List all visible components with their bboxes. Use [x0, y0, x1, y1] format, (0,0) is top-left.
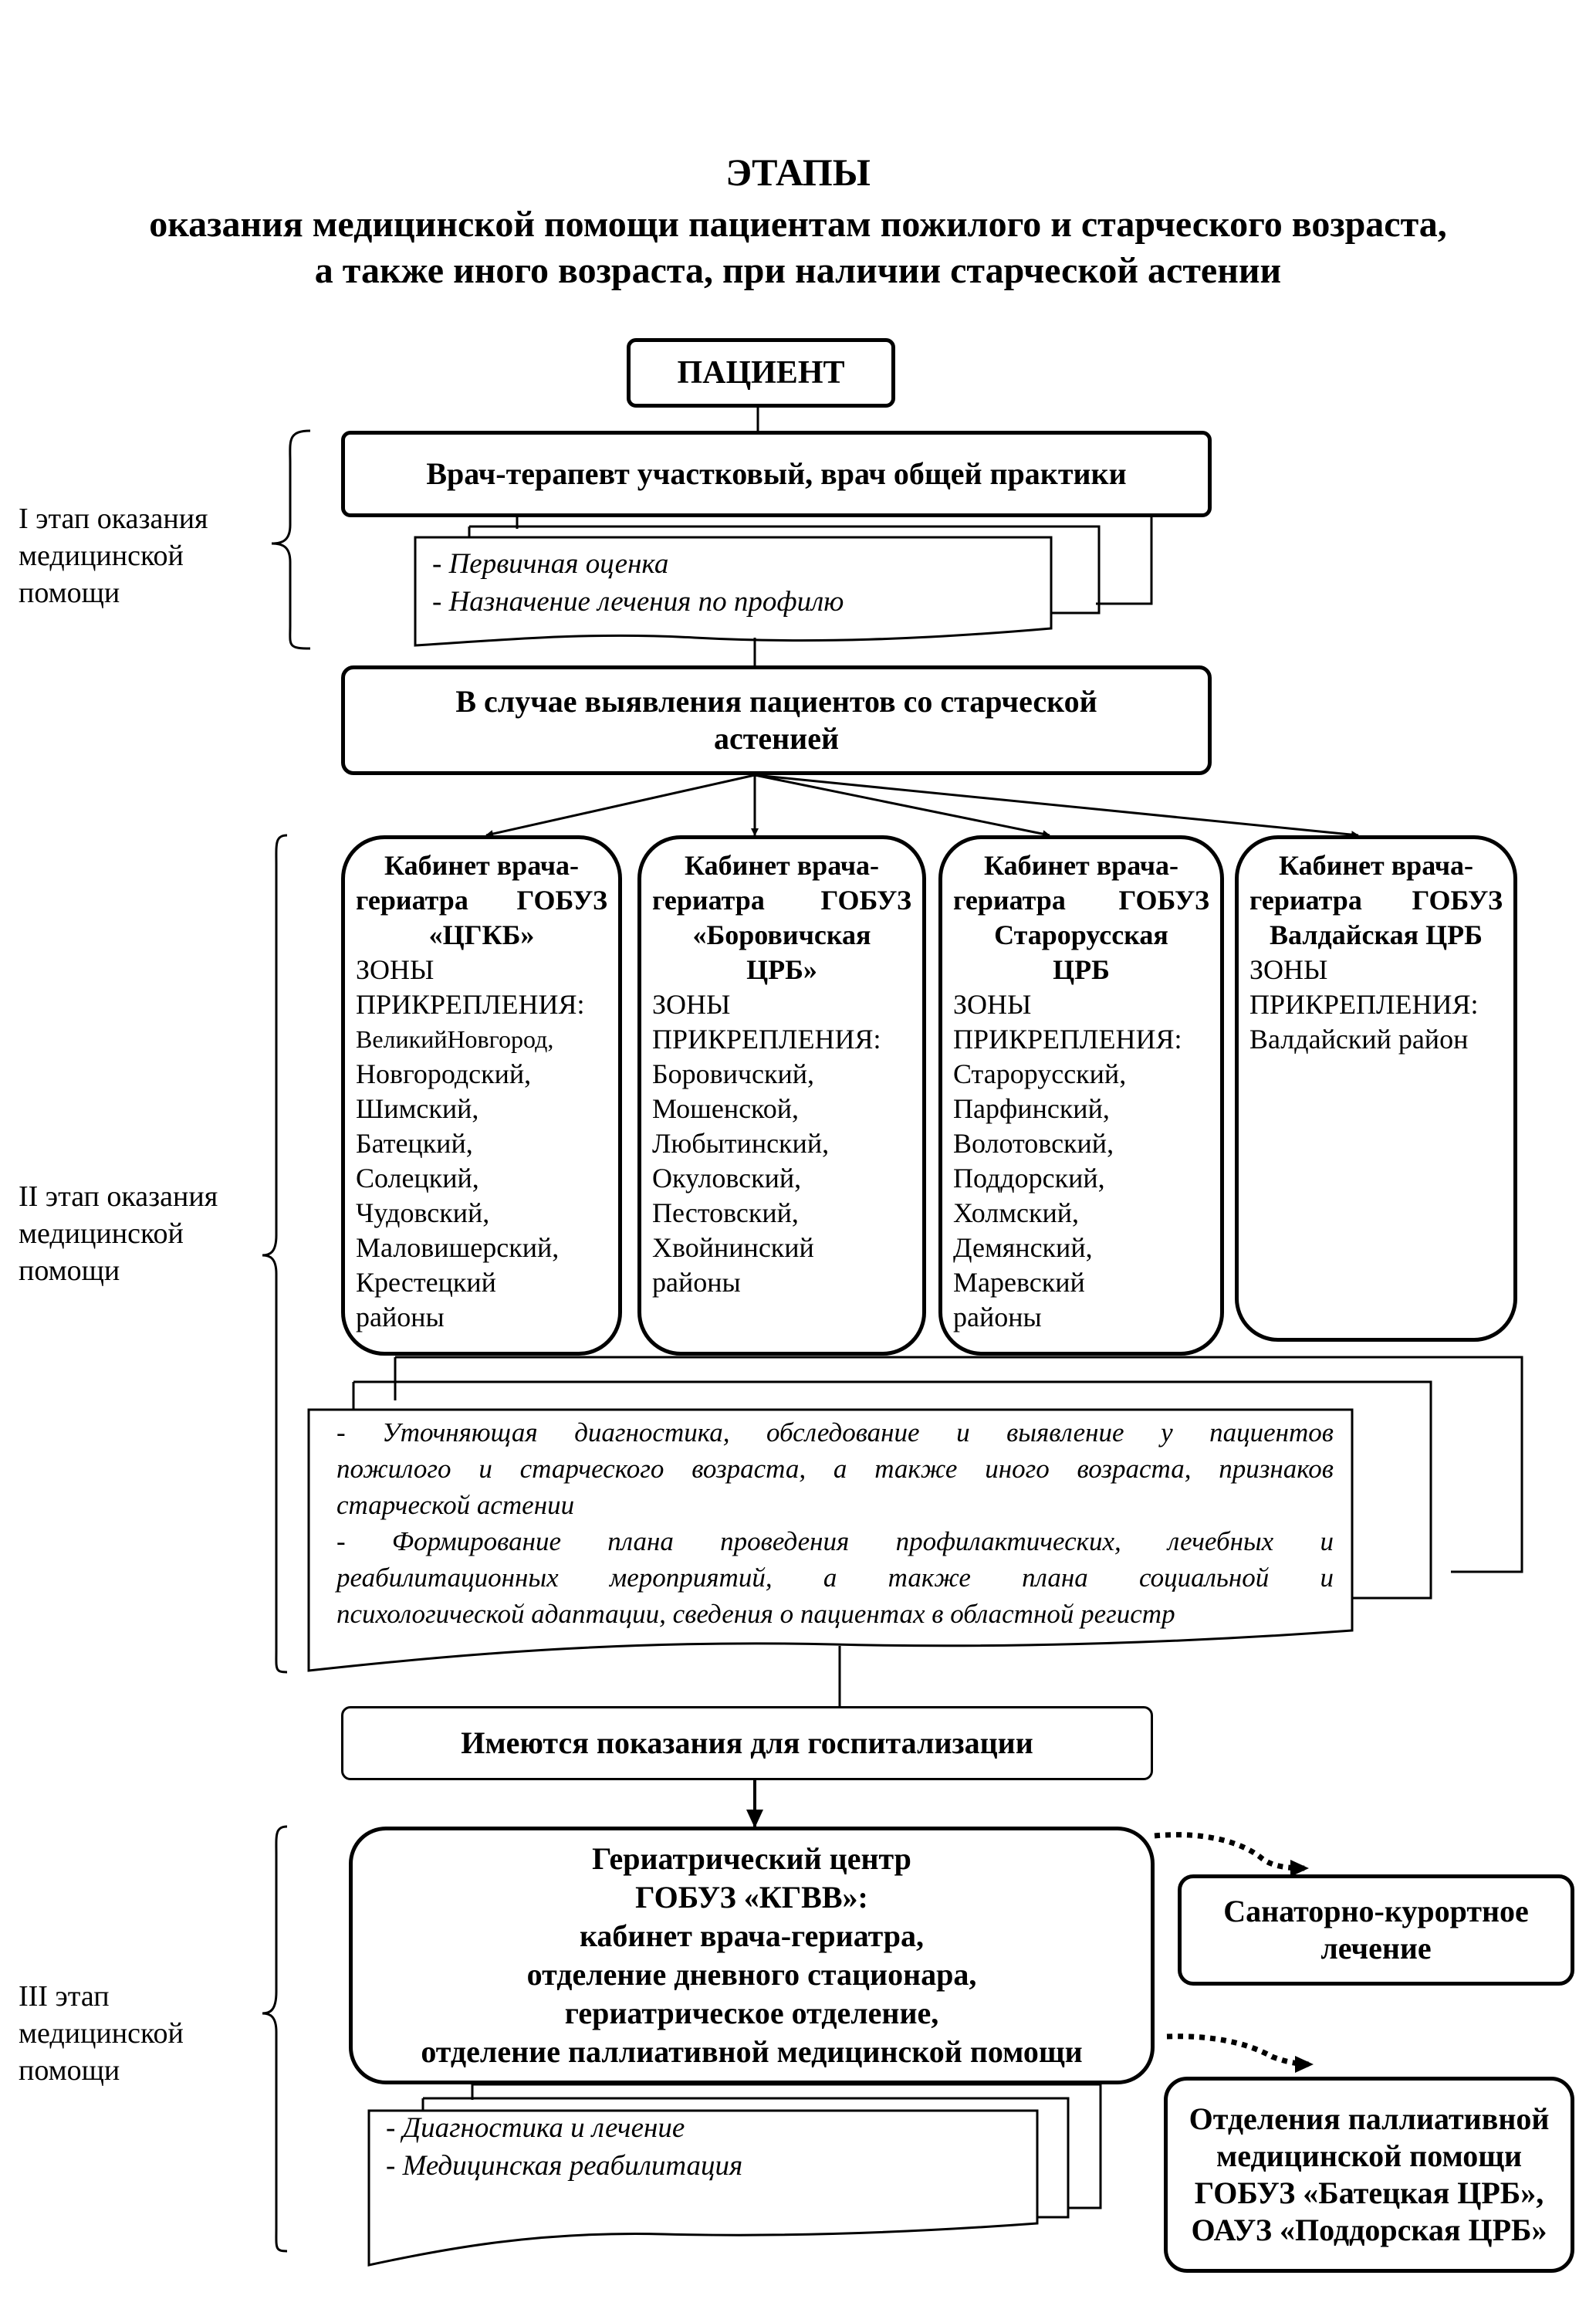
dotted-arrow-palliative: [1166, 2033, 1314, 2073]
stage1-tasks: - Первичная оценка - Назначение лечения …: [432, 548, 844, 618]
stage3-label: III этап медицинской помощи: [19, 1980, 184, 2087]
sanatorium-box: Санаторно-курортное лечение: [1178, 1874, 1574, 1986]
zone-areas: Боровичский, Мошенской, Любытинский, Оку…: [652, 1058, 830, 1298]
title-subtitle-line1: оказания медицинской помощи пациентам по…: [149, 204, 1447, 245]
zone-areas: Старорусский, Парфинский, Волотовский, П…: [953, 1058, 1127, 1332]
stage3-tasks: - Диагностика и лечение - Медицинская ре…: [386, 2112, 743, 2182]
stage1-bracket: [271, 429, 311, 650]
stage1-label: I этап оказания медицинской помощи: [19, 503, 208, 609]
cabinet-cgkb: Кабинет врача- гериатра ГОБУЗ «ЦГКБ» ЗОН…: [341, 835, 622, 1356]
patient-box: ПАЦИЕНТ: [627, 338, 895, 408]
zones-label: ЗОНЫ ПРИКРЕПЛЕНИЯ:: [953, 989, 1182, 1055]
zones-label: ЗОНЫ ПРИКРЕПЛЕНИЯ:: [1249, 954, 1479, 1020]
doctor-box: Врач-терапевт участковый, врач общей пра…: [341, 431, 1212, 517]
stage2-label: II этап оказания медицинской помощи: [19, 1180, 218, 1287]
detection-box: В случае выявления пациентов со старческ…: [341, 665, 1212, 775]
cabinet-title: Кабинет врача- гериатра ГОБУЗ Валдайская…: [1249, 850, 1503, 950]
title-subtitle-line2: а также иного возраста, при наличии стар…: [314, 250, 1282, 291]
zone-areas: ВеликийНовгород, Новгородский, Шимский, …: [356, 1025, 560, 1332]
title-main: ЭТАПЫ: [725, 151, 871, 194]
hospitalization-box: Имеются показания для госпитализации: [341, 1706, 1153, 1780]
cabinet-staraya-russa: Кабинет врача- гериатра ГОБУЗ Старорусск…: [938, 835, 1224, 1356]
zones-label: ЗОНЫ ПРИКРЕПЛЕНИЯ:: [652, 989, 881, 1055]
geriatric-center-box: Гериатрический центр ГОБУЗ «КГВВ»: кабин…: [349, 1827, 1155, 2084]
zone-areas: Валдайский район: [1249, 1024, 1469, 1055]
stage2-bracket: [262, 834, 288, 1674]
stage3-bracket: [262, 1825, 288, 2253]
palliative-box: Отделения паллиативной медицинской помощ…: [1164, 2077, 1574, 2273]
cabinet-title: Кабинет врача- гериатра ГОБУЗ Старорусск…: [953, 850, 1209, 985]
cabinet-valday: Кабинет врача- гериатра ГОБУЗ Валдайская…: [1235, 835, 1517, 1342]
dotted-arrow-sanatorium: [1154, 1832, 1309, 1877]
zones-label: ЗОНЫ ПРИКРЕПЛЕНИЯ:: [356, 954, 585, 1020]
stage2-tasks: - Уточняющая диагностика, обследование и…: [336, 1417, 1334, 1629]
cabinet-title: Кабинет врача- гериатра ГОБУЗ «ЦГКБ»: [356, 850, 607, 950]
cabinet-title: Кабинет врача- гериатра ГОБУЗ «Боровичск…: [652, 850, 911, 985]
cabinet-borovichi: Кабинет врача- гериатра ГОБУЗ «Боровичск…: [637, 835, 926, 1356]
